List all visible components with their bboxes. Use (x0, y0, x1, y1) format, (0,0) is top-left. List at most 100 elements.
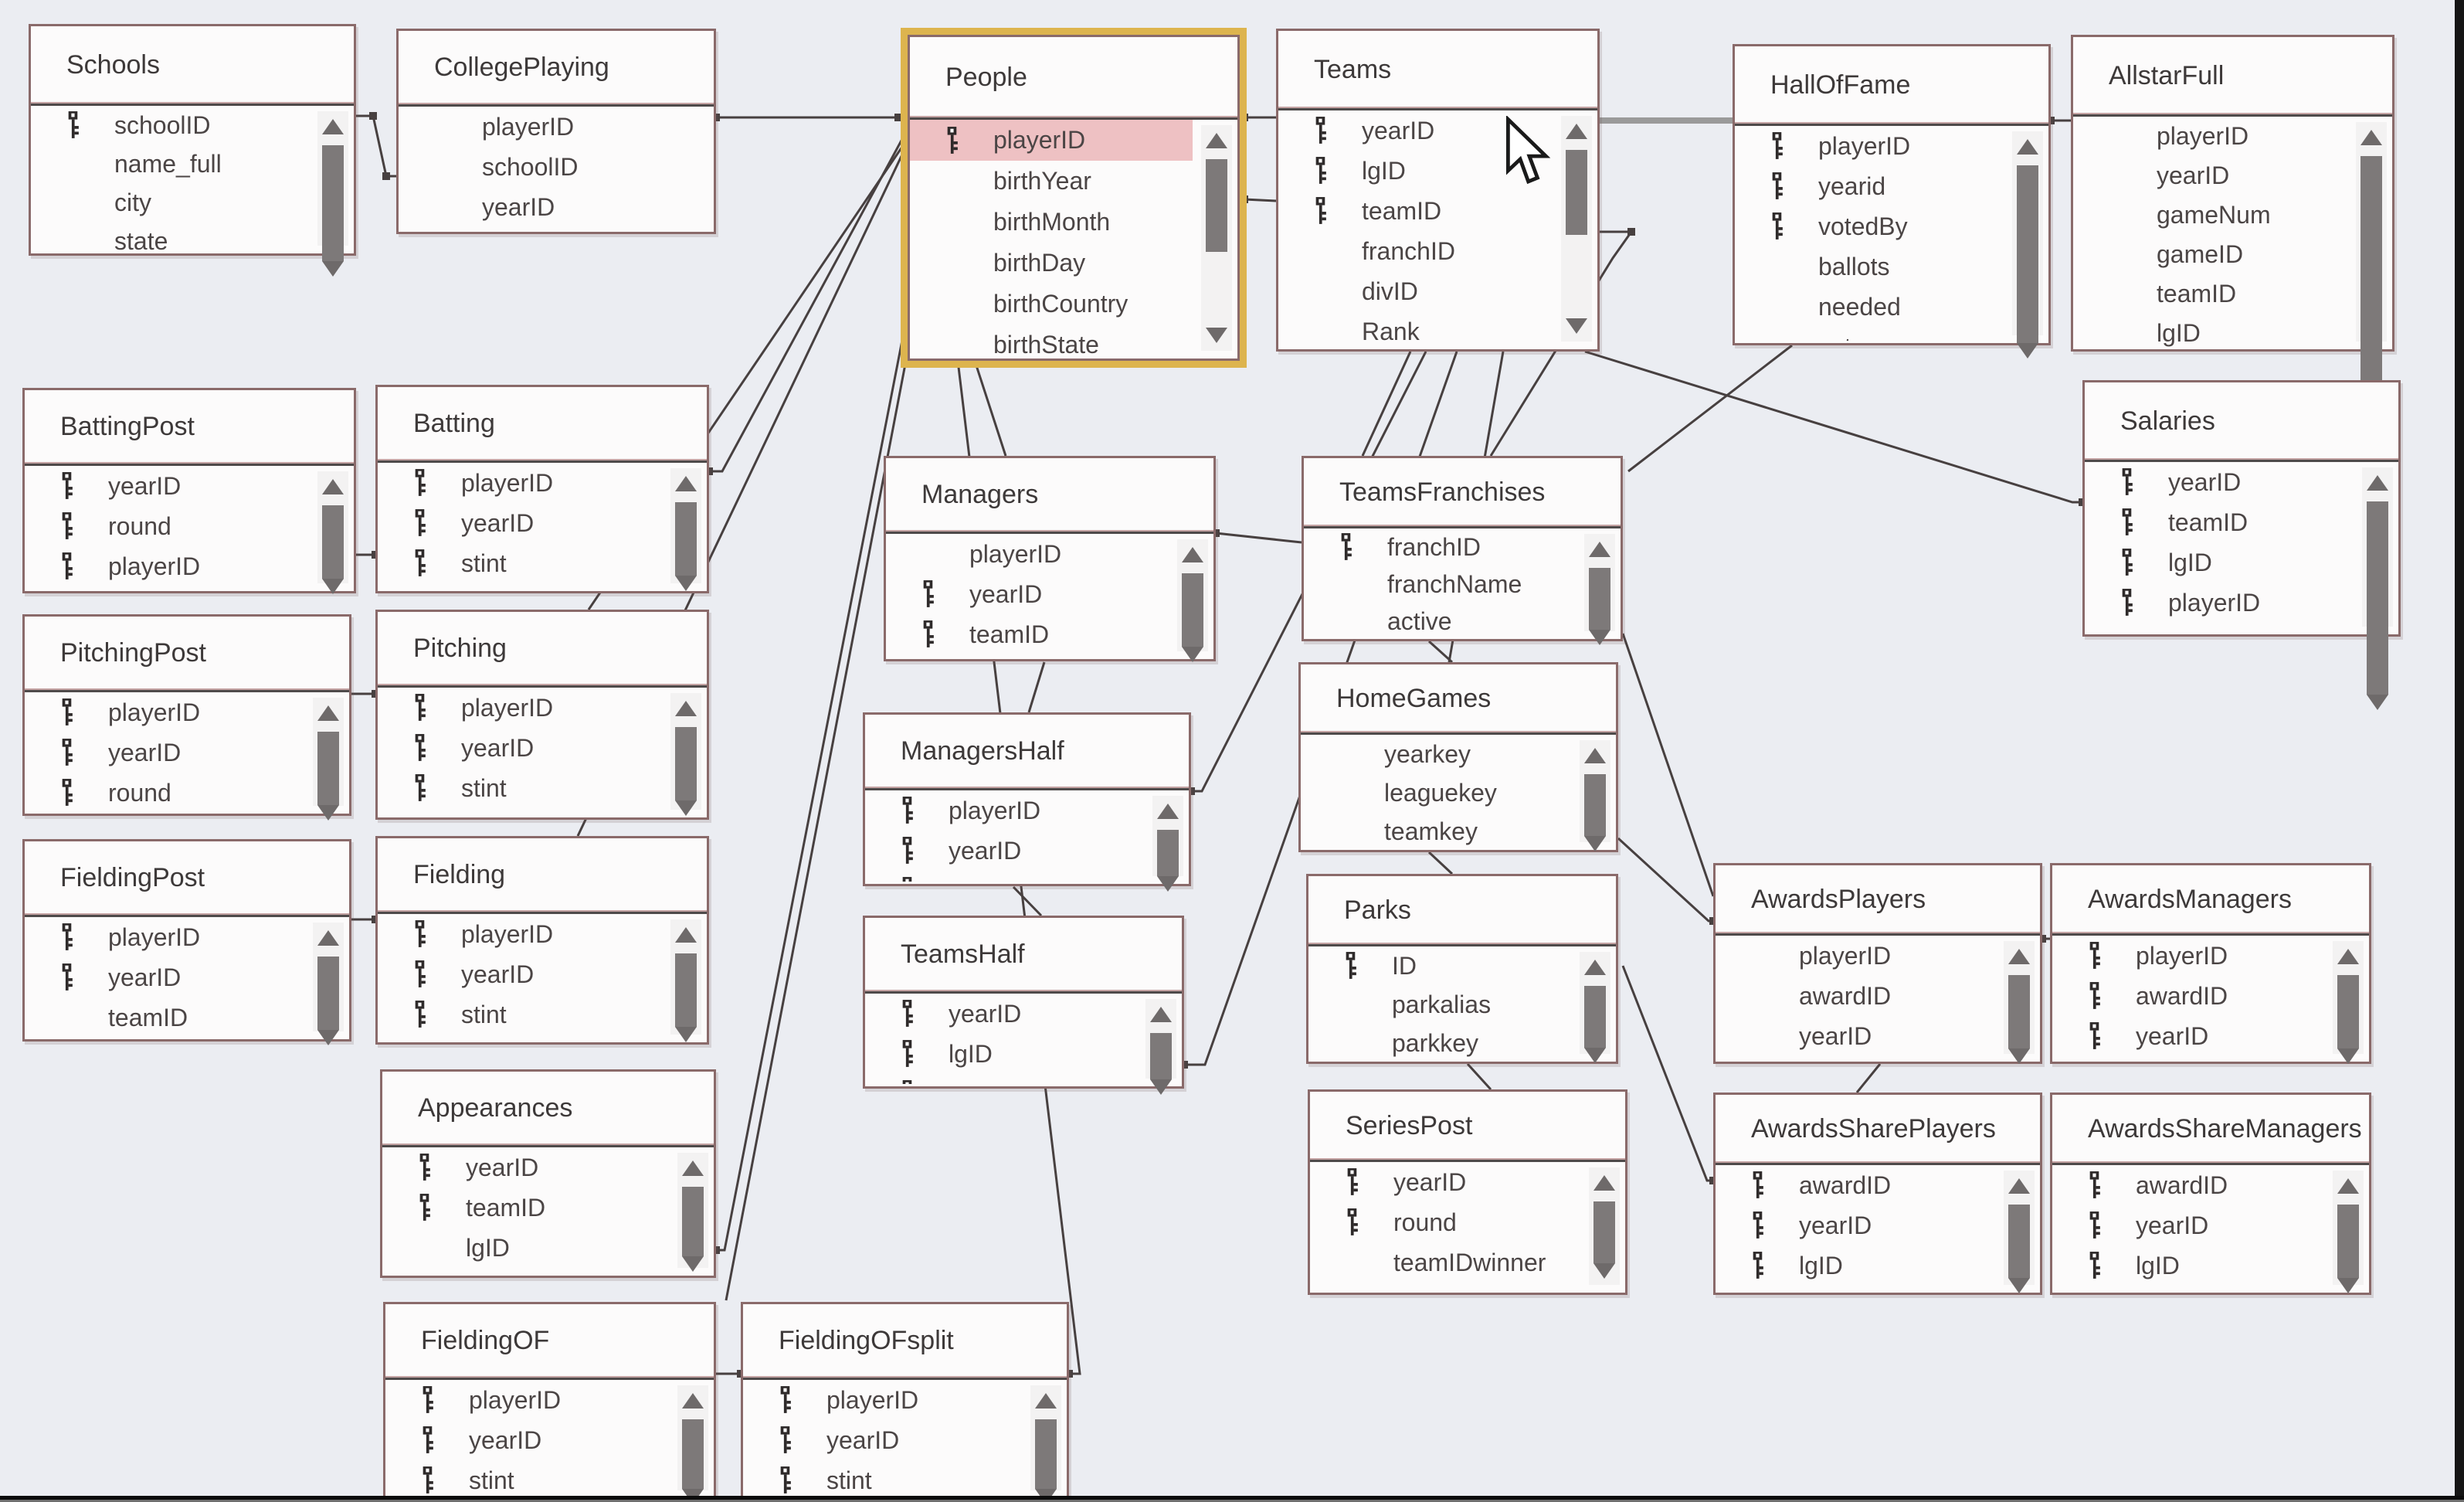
table-title[interactable]: Teams (1314, 55, 1392, 84)
relationship-line[interactable] (1855, 1063, 1882, 1093)
scroll-up-icon[interactable] (675, 927, 697, 943)
field-row[interactable]: teamID (382, 1188, 669, 1228)
field-row[interactable]: stint (743, 1460, 1022, 1496)
table-title[interactable]: TeamsHalf (901, 940, 1025, 969)
field-row[interactable]: awardID (2052, 1165, 2324, 1205)
scrollbar-thumb[interactable] (682, 1187, 704, 1256)
scroll-down-icon[interactable] (1584, 1048, 1606, 1063)
scrollbar[interactable] (1152, 796, 1183, 892)
scrollbar-thumb[interactable] (1589, 568, 1610, 630)
relationship-line[interactable] (1361, 351, 1412, 457)
relationship-line[interactable] (1489, 231, 1633, 457)
field-row[interactable]: teamkey (1301, 812, 1571, 848)
scroll-up-icon[interactable] (1206, 133, 1227, 148)
scrollbar-thumb[interactable] (1150, 1033, 1172, 1079)
field-row[interactable]: awardID (1716, 976, 1995, 1016)
field-row[interactable]: yearID (865, 831, 1144, 871)
table-title[interactable]: Parks (1344, 895, 1411, 925)
scrollbar-thumb[interactable] (2008, 1205, 2030, 1278)
scrollbar[interactable] (2333, 941, 2364, 1064)
field-row[interactable]: yearID (25, 957, 304, 997)
scroll-down-icon[interactable] (1593, 1263, 1615, 1279)
scroll-up-icon[interactable] (675, 701, 697, 716)
field-row[interactable]: name_full (31, 144, 309, 183)
field-row[interactable]: teamID (865, 1074, 1137, 1084)
scrollbar-thumb[interactable] (682, 1419, 704, 1489)
table-title[interactable]: AwardsManagers (2088, 885, 2292, 914)
table-AwardsManagers[interactable]: AwardsManagersplayerIDawardIDyearIDlgID (2050, 863, 2371, 1064)
scrollbar-thumb[interactable] (1584, 774, 1606, 836)
field-row[interactable]: lgID (2052, 1056, 2324, 1059)
field-row[interactable]: salary (2085, 623, 2354, 632)
field-row[interactable]: playerID (378, 688, 662, 728)
scrollbar[interactable] (670, 468, 701, 591)
field-row[interactable]: teamID (25, 997, 304, 1037)
relationship-line[interactable] (1027, 661, 1046, 713)
relationship-line[interactable] (709, 138, 904, 473)
field-row[interactable]: lgID (1716, 1056, 1995, 1059)
relationship-line[interactable] (1617, 837, 1713, 923)
field-row[interactable]: yearID (2085, 462, 2354, 502)
field-row[interactable]: city (31, 183, 309, 222)
table-title[interactable]: People (945, 63, 1027, 92)
table-ManagersHalf[interactable]: ManagersHalfplayerIDyearIDteamID (863, 712, 1191, 892)
scrollbar-thumb[interactable] (675, 727, 697, 800)
scroll-up-icon[interactable] (317, 705, 339, 721)
field-row[interactable]: ID (1308, 946, 1571, 985)
field-row[interactable]: divID (1278, 271, 1553, 311)
scrollbar-thumb[interactable] (2017, 165, 2038, 343)
scroll-down-icon[interactable] (2337, 1278, 2359, 1293)
scrollbar[interactable] (677, 1153, 708, 1272)
scrollbar-thumb[interactable] (2337, 975, 2359, 1048)
field-row[interactable]: playerID (910, 120, 1193, 161)
field-row[interactable]: playerID (25, 917, 304, 957)
relationship-line[interactable] (372, 115, 388, 177)
scrollbar[interactable] (1561, 116, 1592, 342)
scrollbar-thumb[interactable] (1035, 1419, 1057, 1489)
relationship-line[interactable] (1427, 851, 1454, 875)
scrollbar[interactable] (1201, 125, 1232, 351)
scroll-down-icon[interactable] (2367, 695, 2388, 710)
scroll-up-icon[interactable] (1150, 1007, 1172, 1022)
field-row[interactable]: yearID (25, 466, 309, 506)
relationship-line[interactable] (1584, 350, 2082, 504)
field-row[interactable]: round (1310, 1202, 1580, 1242)
scroll-down-icon[interactable] (675, 800, 697, 816)
field-row[interactable]: playerID (865, 790, 1144, 831)
field-row[interactable]: playerID (743, 1380, 1022, 1420)
table-title[interactable]: HallOfFame (1770, 70, 1911, 100)
field-row[interactable]: teamID (2085, 502, 2354, 542)
scroll-down-icon[interactable] (675, 576, 697, 591)
field-row[interactable]: gameID (2073, 235, 2347, 274)
scrollbar[interactable] (313, 698, 344, 821)
scroll-down-icon[interactable] (322, 579, 344, 594)
scrollbar-thumb[interactable] (322, 505, 344, 579)
field-row[interactable]: teamID (2073, 274, 2347, 314)
scroll-up-icon[interactable] (2337, 949, 2359, 964)
field-row[interactable]: votes (1735, 327, 2004, 341)
field-row[interactable]: franchName (1304, 566, 1576, 603)
field-row[interactable]: playerID (25, 546, 309, 586)
field-row[interactable] (382, 1268, 669, 1273)
field-row[interactable]: yearID (1278, 110, 1553, 151)
scroll-down-icon[interactable] (2017, 343, 2038, 359)
scroll-down-icon[interactable] (1584, 836, 1606, 851)
field-row[interactable]: lgID (886, 654, 1169, 657)
table-title[interactable]: FieldingOFsplit (779, 1326, 954, 1355)
table-title[interactable]: ManagersHalf (901, 736, 1064, 766)
scrollbar[interactable] (2356, 122, 2387, 403)
field-row[interactable]: lgID (382, 1228, 669, 1268)
field-row[interactable]: playerID (378, 914, 662, 954)
field-row[interactable]: yearID (886, 574, 1169, 614)
